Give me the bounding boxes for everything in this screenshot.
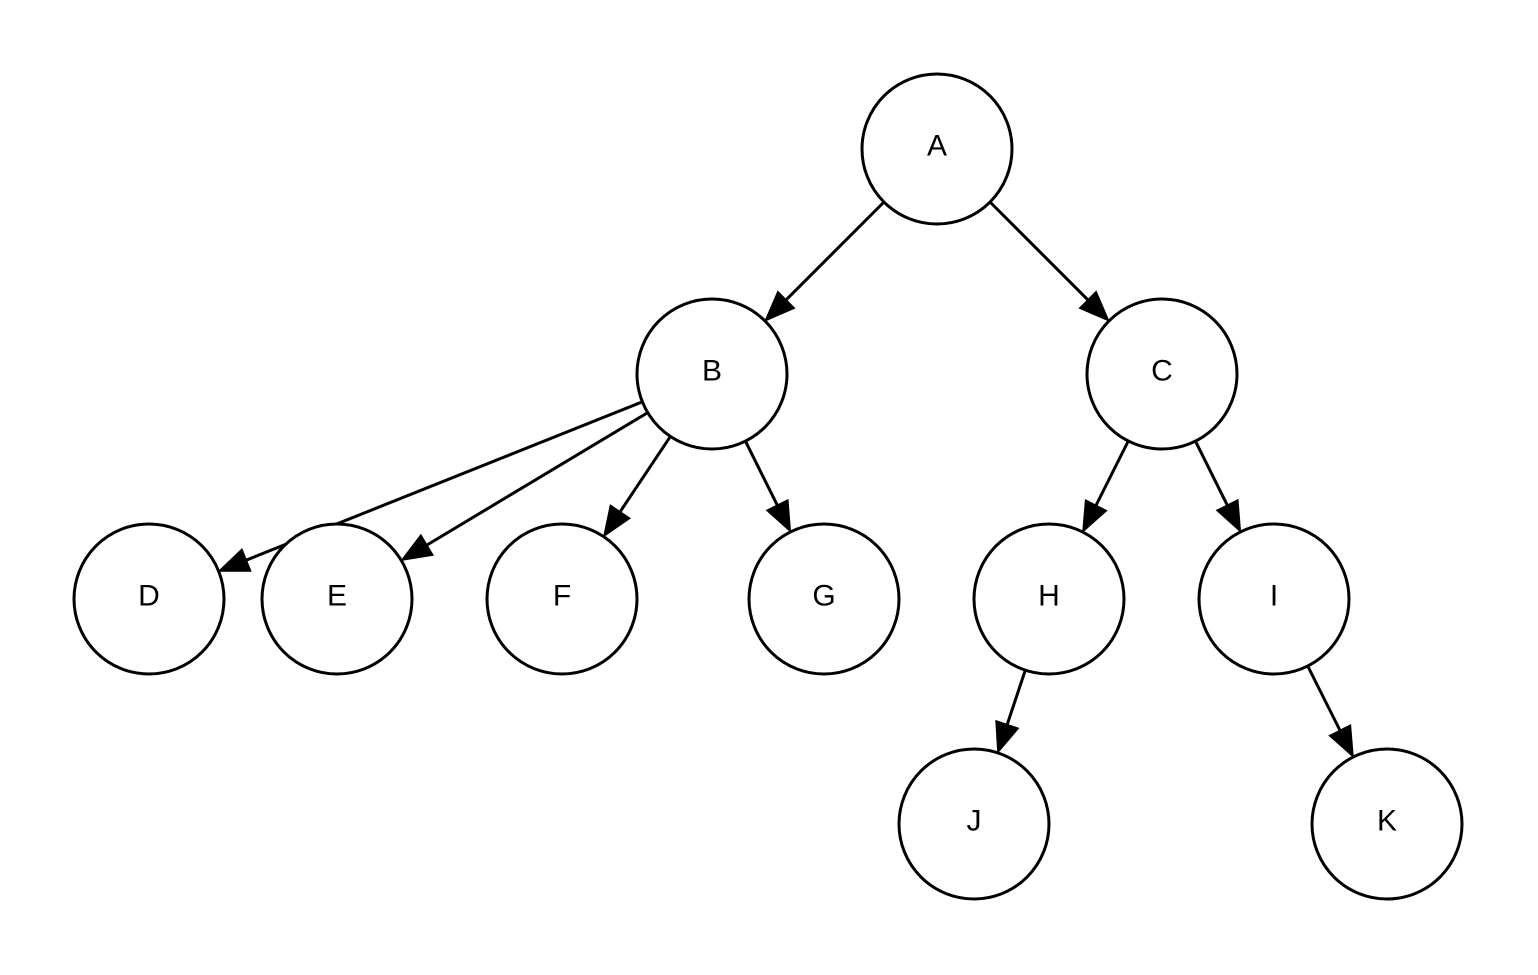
node-k: K <box>1310 747 1464 901</box>
edge-line <box>988 200 1091 303</box>
node-i: I <box>1197 522 1351 676</box>
edge-line <box>1093 440 1130 508</box>
edge-b-f <box>602 435 672 538</box>
arrowhead-icon <box>995 719 1020 755</box>
node-label: A <box>927 130 947 163</box>
node-circle <box>747 522 901 676</box>
arrowhead-icon <box>1215 498 1242 534</box>
node-a: A <box>860 72 1014 226</box>
node-circle <box>260 522 414 676</box>
edge-line <box>1005 669 1027 727</box>
node-label: B <box>702 355 722 388</box>
node-circle <box>897 747 1051 901</box>
edge-b-e <box>400 411 649 562</box>
arrowhead-icon <box>1078 290 1110 322</box>
nodes-layer: A B C D E F G H I J K <box>72 72 1464 901</box>
node-e: E <box>260 522 414 676</box>
arrowhead-icon <box>400 533 435 562</box>
edge-a-b <box>764 200 886 322</box>
node-circle <box>485 522 639 676</box>
edge-line <box>1194 440 1230 508</box>
edge-line <box>744 440 780 508</box>
arrowhead-icon <box>217 548 252 572</box>
node-label: D <box>138 580 160 613</box>
edge-b-g <box>744 440 792 534</box>
node-label: E <box>327 580 347 613</box>
edges-layer <box>217 200 1354 759</box>
node-b: B <box>635 297 789 451</box>
node-circle <box>1197 522 1351 676</box>
node-label: C <box>1151 355 1173 388</box>
node-g: G <box>747 522 901 676</box>
node-h: H <box>972 522 1126 676</box>
node-d: D <box>72 522 226 676</box>
node-f: F <box>485 522 639 676</box>
node-circle <box>972 522 1126 676</box>
node-circle <box>860 72 1014 226</box>
edge-c-h <box>1082 440 1130 534</box>
edge-h-j <box>995 669 1027 755</box>
node-c: C <box>1085 297 1239 451</box>
node-label: J <box>967 805 982 838</box>
node-circle <box>72 522 226 676</box>
edge-line <box>1306 665 1343 733</box>
node-j: J <box>897 747 1051 901</box>
node-label: I <box>1270 580 1278 613</box>
node-label: G <box>812 580 835 613</box>
node-circle <box>635 297 789 451</box>
arrowhead-icon <box>1328 724 1354 759</box>
arrowhead-icon <box>764 290 796 322</box>
edge-c-i <box>1194 440 1242 534</box>
arrowhead-icon <box>1082 499 1108 534</box>
arrowhead-icon <box>602 504 632 538</box>
edge-a-c <box>988 200 1110 322</box>
node-circle <box>1085 297 1239 451</box>
edge-i-k <box>1306 665 1354 759</box>
edge-line <box>424 411 649 548</box>
edge-line <box>617 435 672 515</box>
node-label: H <box>1038 580 1060 613</box>
edge-line <box>783 200 886 303</box>
node-label: F <box>553 580 571 613</box>
arrowhead-icon <box>765 498 792 534</box>
node-label: K <box>1377 805 1397 838</box>
node-circle <box>1310 747 1464 901</box>
